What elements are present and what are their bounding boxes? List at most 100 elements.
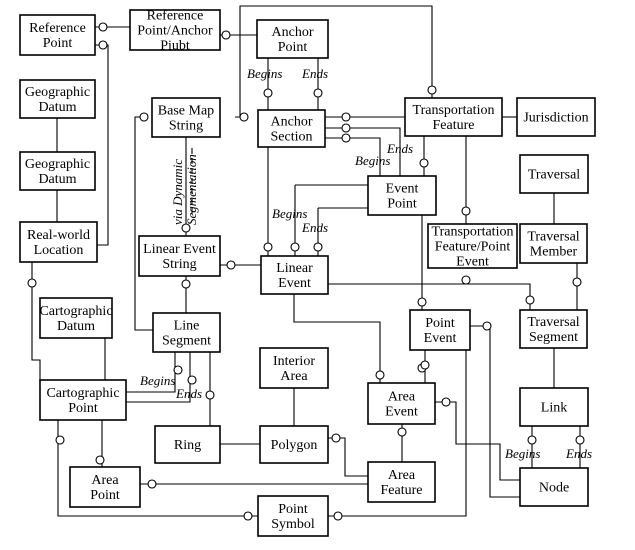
entity-label: Event xyxy=(424,331,457,346)
optional-marker-icon xyxy=(181,279,191,289)
optional-marker-icon xyxy=(243,511,253,521)
relationship-line xyxy=(95,44,109,246)
entity-label: Ring xyxy=(174,438,201,453)
optional-marker-icon xyxy=(461,275,471,285)
entity-label: Area xyxy=(280,369,308,384)
entity-jurisdiction[interactable]: Jurisdiction xyxy=(516,97,596,137)
optional-marker-icon xyxy=(375,370,385,380)
entity-label: String xyxy=(169,119,203,134)
role-label: Begins xyxy=(355,153,390,168)
entity-label: Line xyxy=(174,319,200,334)
relationship-line xyxy=(435,401,520,481)
entity-label: Traversal xyxy=(528,168,580,183)
entity-label: Event xyxy=(385,405,418,420)
entity-label: Reference xyxy=(29,21,86,36)
entity-label: String xyxy=(162,257,196,272)
entity-label: Cartographic xyxy=(39,304,112,319)
entity-label: Real-world xyxy=(27,228,90,243)
entity-label: Base Map xyxy=(158,104,214,119)
entity-polygon[interactable]: Polygon xyxy=(259,425,329,464)
optional-marker-icon xyxy=(333,511,343,521)
optional-marker-icon xyxy=(27,278,37,288)
entity-label: Traversal xyxy=(527,230,579,245)
relationship-line xyxy=(31,262,41,380)
entity-label: Feature/Point xyxy=(435,240,511,255)
entity-label: Geographic xyxy=(25,85,90,100)
entity-label: Symbol xyxy=(271,517,315,532)
optional-marker-icon xyxy=(572,277,582,287)
entity-traversal[interactable]: Traversal xyxy=(519,154,589,194)
optional-marker-icon xyxy=(226,260,236,270)
entity-label: Event xyxy=(456,255,489,270)
entity-label: Member xyxy=(530,245,578,260)
role-label: Ends xyxy=(386,141,413,156)
optional-marker-icon xyxy=(181,223,191,233)
entity-label: Area xyxy=(91,473,119,488)
optional-marker-icon xyxy=(205,390,215,400)
relationship-line xyxy=(328,283,531,310)
relationship-line xyxy=(126,352,176,393)
optional-marker-icon xyxy=(525,295,535,305)
optional-marker-icon xyxy=(341,133,351,143)
optional-marker-icon xyxy=(427,85,437,95)
entity-node[interactable]: Node xyxy=(519,467,589,507)
optional-marker-icon xyxy=(419,158,429,168)
role-label: Ends xyxy=(301,220,328,235)
role-label: Ends xyxy=(565,446,592,461)
entity-label: Point xyxy=(425,316,455,331)
optional-marker-icon xyxy=(420,360,430,370)
optional-marker-icon xyxy=(441,397,451,407)
relationship-line xyxy=(328,437,368,477)
relationship-line xyxy=(235,5,433,118)
entity-label: Datum xyxy=(38,172,76,187)
entity-label: Feature xyxy=(381,483,423,498)
optional-marker-icon xyxy=(263,242,273,252)
optional-marker-icon xyxy=(98,22,108,32)
entity-label: Datum xyxy=(38,100,76,115)
entity-label: Segment xyxy=(162,334,211,349)
entity-ring[interactable]: Ring xyxy=(154,425,221,464)
entity-label: Area xyxy=(388,468,416,483)
entity-label: Point xyxy=(278,502,308,517)
optional-marker-icon xyxy=(482,321,492,331)
entity-link[interactable]: Link xyxy=(519,387,589,427)
entity-label: Anchor xyxy=(272,25,314,40)
entity-label: Polygon xyxy=(271,438,318,453)
relationship-line xyxy=(328,350,467,517)
optional-marker-icon xyxy=(173,365,183,375)
optional-marker-icon xyxy=(147,479,157,489)
entity-label: Reference xyxy=(147,9,204,24)
optional-marker-icon xyxy=(461,206,471,216)
optional-marker-icon xyxy=(341,112,351,122)
entity-label: Location xyxy=(34,243,84,258)
entity-label: Point xyxy=(90,488,120,503)
role-label: Begins xyxy=(247,66,282,81)
entity-label: Section xyxy=(271,130,313,145)
optional-marker-icon xyxy=(313,88,323,98)
